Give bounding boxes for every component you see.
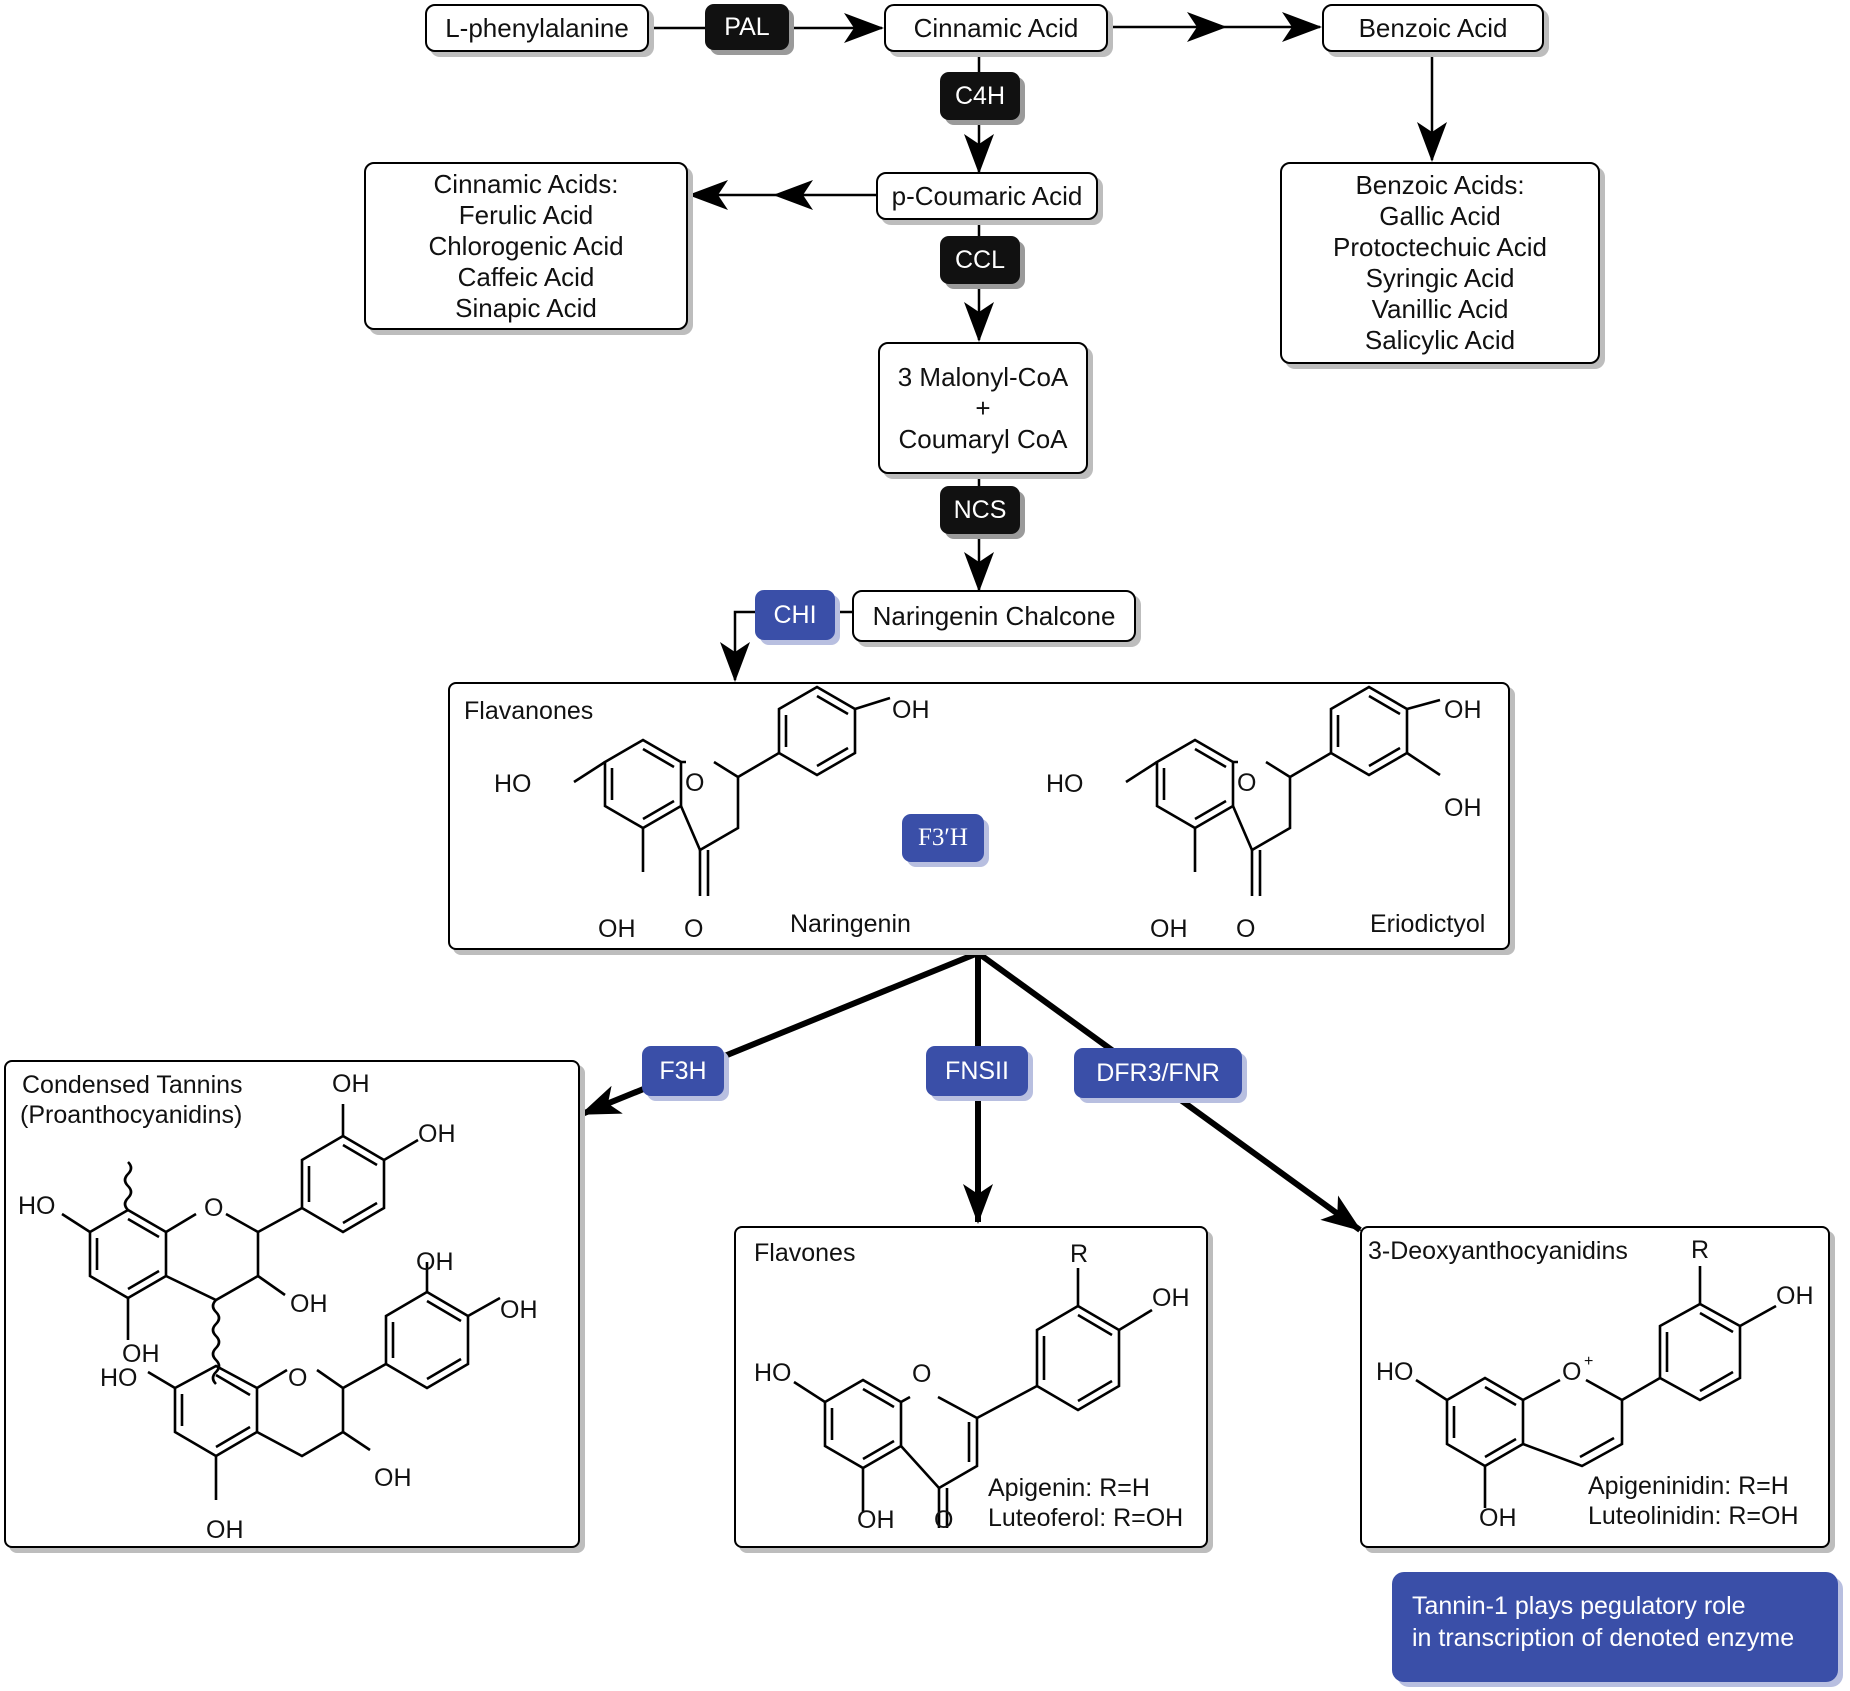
enzyme-label: F3H <box>659 1056 707 1085</box>
node-label: Benzoic Acid <box>1358 12 1508 43</box>
flavones-box: Flavones <box>734 1226 1208 1548</box>
legend-note: Tannin-1 plays pegulatory role in transc… <box>1392 1572 1838 1682</box>
enzyme-c4h: C4H <box>940 72 1020 120</box>
enzyme-label: F3′H <box>918 824 968 851</box>
legend-line2: in transcription of denoted enzyme <box>1412 1624 1795 1652</box>
enzyme-chi: CHI <box>755 590 835 640</box>
enzyme-label: C4H <box>954 81 1005 110</box>
enzyme-f3ph: F3′H <box>902 814 984 862</box>
benzoic-acids-box: Benzoic Acids: Gallic Acid Protoctechuic… <box>1280 162 1600 364</box>
benzoic-acid-item: Protoctechuic Acid <box>1333 232 1547 262</box>
malonyl-line1: 3 Malonyl-CoA <box>897 361 1069 392</box>
benzoic-acids-title: Benzoic Acids: <box>1355 170 1525 200</box>
benzoic-acid-item: Salicylic Acid <box>1364 325 1516 355</box>
enzyme-label: NCS <box>953 495 1007 524</box>
legend-line1: Tannin-1 plays pegulatory role <box>1412 1592 1746 1620</box>
enzyme-label: DFR3/FNR <box>1096 1058 1220 1087</box>
cinnamic-acid-item: Chlorogenic Acid <box>428 230 624 261</box>
node-l-phenylalanine: L-phenylalanine <box>425 4 649 52</box>
tannins-title-line1: Condensed Tannins <box>22 1071 243 1099</box>
node-naringenin-chalcone: Naringenin Chalcone <box>852 590 1136 642</box>
node-label: Cinnamic Acid <box>913 12 1079 43</box>
malonyl-line2: Coumaryl CoA <box>898 423 1068 454</box>
tannins-title-line2: (Proanthocyanidins) <box>20 1101 243 1129</box>
enzyme-fnsii: FNSII <box>926 1046 1028 1096</box>
enzyme-label: CCL <box>954 245 1005 274</box>
cinnamic-acid-item: Sinapic Acid <box>455 292 597 323</box>
cinnamic-acids-title: Cinnamic Acids: <box>433 168 619 199</box>
benzoic-acid-item: Syringic Acid <box>1365 263 1515 293</box>
arrow-to-tannins <box>580 950 980 1117</box>
deoxy-title: 3-Deoxyanthocyanidins <box>1368 1237 1628 1265</box>
node-label: Naringenin Chalcone <box>872 600 1116 631</box>
flavones-title: Flavones <box>754 1239 856 1267</box>
enzyme-pal: PAL <box>705 4 789 50</box>
cinnamic-acid-item: Caffeic Acid <box>457 261 595 292</box>
flavanones-title: Flavanones <box>464 697 594 725</box>
enzyme-dfr3-fnr: DFR3/FNR <box>1074 1048 1242 1098</box>
enzyme-label: FNSII <box>945 1056 1009 1085</box>
node-malonyl-coumaryl: 3 Malonyl-CoA + Coumaryl CoA <box>878 342 1088 474</box>
malonyl-plus: + <box>975 392 991 423</box>
enzyme-f3h: F3H <box>642 1046 724 1096</box>
benzoic-acid-item: Vanillic Acid <box>1371 294 1509 324</box>
node-benzoic-acid: Benzoic Acid <box>1322 4 1544 52</box>
node-label: p-Coumaric Acid <box>891 180 1083 211</box>
enzyme-ccl: CCL <box>940 236 1020 284</box>
benzoic-acid-item: Gallic Acid <box>1379 201 1501 231</box>
enzyme-label: PAL <box>724 12 770 41</box>
cinnamic-acid-item: Ferulic Acid <box>458 199 594 230</box>
enzyme-ncs: NCS <box>940 486 1020 534</box>
node-p-coumaric-acid: p-Coumaric Acid <box>876 172 1098 220</box>
node-cinnamic-acid: Cinnamic Acid <box>884 4 1108 52</box>
cinnamic-acids-box: Cinnamic Acids: Ferulic Acid Chlorogenic… <box>364 162 688 330</box>
condensed-tannins-box: Condensed Tannins (Proanthocyanidins) <box>4 1060 580 1548</box>
enzyme-label: CHI <box>773 600 817 629</box>
node-label: L-phenylalanine <box>445 12 629 43</box>
deoxyanthocyanidins-box: 3-Deoxyanthocyanidins <box>1360 1226 1830 1548</box>
